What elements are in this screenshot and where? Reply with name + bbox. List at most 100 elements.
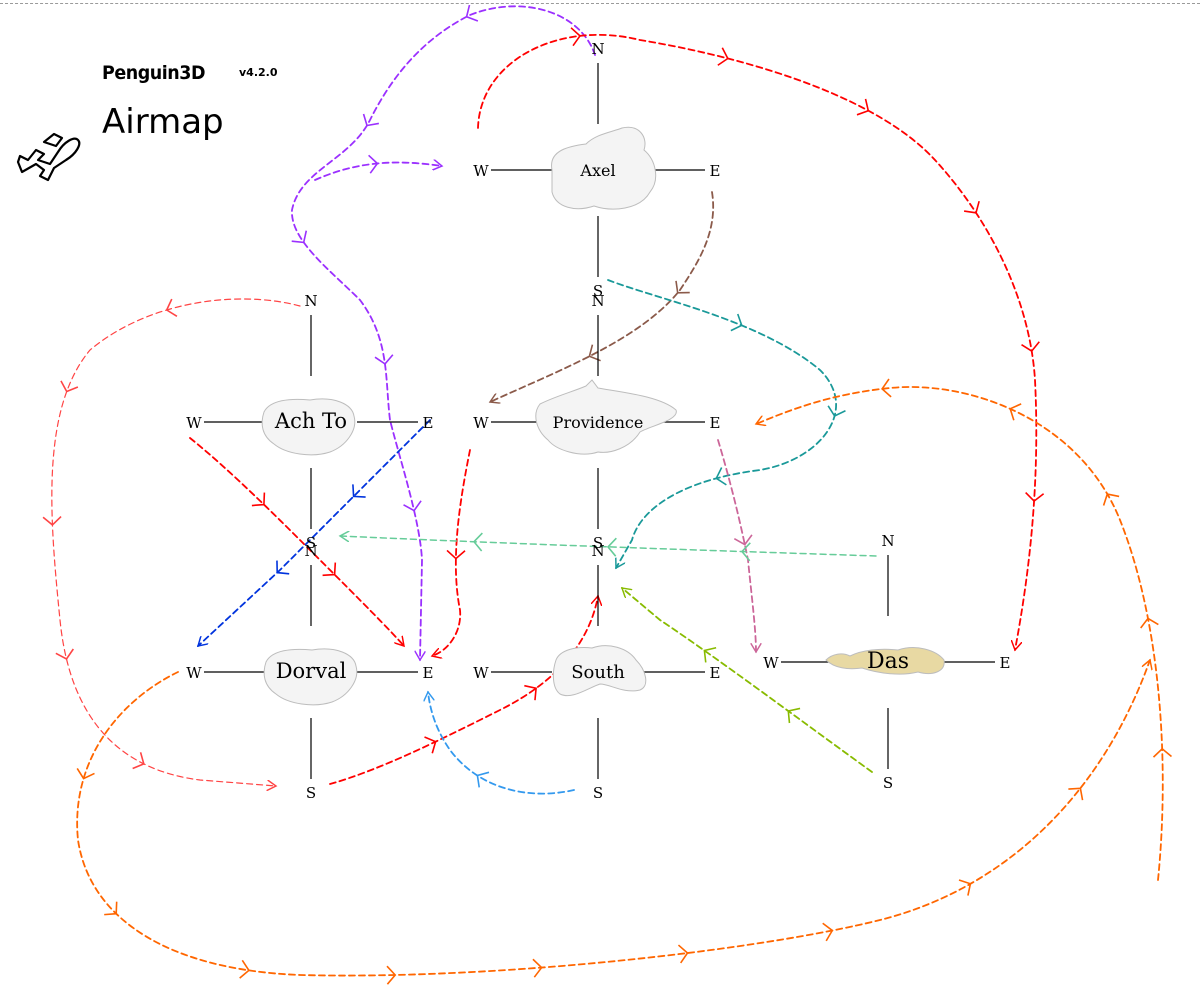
compass-south: S bbox=[883, 774, 893, 792]
route-r15 bbox=[622, 588, 873, 773]
route-r2 bbox=[314, 163, 442, 181]
route-chevron bbox=[239, 959, 250, 979]
compass-west: W bbox=[473, 162, 489, 180]
route-chevron bbox=[733, 534, 753, 546]
route-chevron bbox=[958, 879, 972, 896]
route-r8 bbox=[198, 419, 431, 646]
route-r4 bbox=[490, 191, 714, 402]
routes-layer bbox=[42, 4, 1172, 985]
route-chevron bbox=[472, 532, 483, 552]
route-chevron bbox=[1021, 341, 1040, 353]
route-chevron bbox=[446, 549, 466, 560]
route-chevron bbox=[730, 313, 743, 332]
node-label-axel: Axel bbox=[579, 161, 615, 180]
node-das: Das N S W E bbox=[763, 532, 1010, 792]
page-title: Airmap bbox=[102, 102, 224, 142]
compass-south: S bbox=[306, 534, 316, 552]
compass-north: N bbox=[591, 292, 604, 310]
route-chevron bbox=[715, 467, 727, 486]
route-chevron bbox=[740, 542, 751, 562]
route-chevron bbox=[1009, 403, 1022, 421]
node-label-providence: Providence bbox=[553, 413, 644, 432]
route-chevron bbox=[291, 230, 308, 244]
route-chevron bbox=[827, 405, 846, 418]
compass-east: E bbox=[423, 414, 434, 432]
node-label-achto: Ach To bbox=[274, 409, 347, 433]
route-chevron bbox=[132, 752, 145, 770]
route-chevron bbox=[104, 901, 118, 916]
route-chevron bbox=[165, 298, 178, 318]
route-chevron bbox=[60, 380, 79, 393]
compass-south: S bbox=[306, 784, 316, 802]
compass-north: N bbox=[304, 542, 317, 560]
route-chevron bbox=[570, 27, 582, 47]
route-r12 bbox=[340, 536, 877, 557]
compass-north: N bbox=[881, 532, 894, 550]
route-chevron bbox=[1102, 493, 1120, 506]
compass-east: E bbox=[710, 162, 721, 180]
route-chevron bbox=[362, 113, 379, 127]
compass-south: S bbox=[593, 282, 603, 300]
route-chevron bbox=[465, 4, 479, 22]
node-label-dorval: Dorval bbox=[276, 659, 347, 683]
route-chevron bbox=[424, 736, 437, 754]
node-south: South N S W E bbox=[473, 542, 720, 802]
route-r6 bbox=[51, 298, 301, 786]
route-chevron bbox=[856, 98, 870, 116]
compass-west: W bbox=[473, 664, 489, 682]
route-chevron bbox=[963, 200, 980, 214]
top-border bbox=[0, 3, 1200, 4]
landmass-achto bbox=[261, 398, 356, 456]
route-chevron bbox=[476, 771, 490, 788]
route-chevron bbox=[368, 154, 379, 174]
route-r10 bbox=[329, 596, 598, 785]
route-chevron bbox=[322, 562, 337, 577]
compass-north: N bbox=[591, 542, 604, 560]
route-chevron bbox=[677, 944, 689, 964]
compass-west: W bbox=[186, 664, 202, 682]
route-r1 bbox=[291, 5, 596, 660]
route-chevron bbox=[703, 646, 717, 663]
route-chevron bbox=[675, 280, 690, 294]
route-chevron bbox=[76, 767, 95, 780]
route-chevron bbox=[532, 958, 543, 978]
route-chevron bbox=[717, 47, 729, 66]
compass-south: S bbox=[593, 784, 603, 802]
route-r9 bbox=[432, 449, 471, 656]
node-label-south: South bbox=[571, 662, 625, 683]
route-chevron bbox=[881, 378, 892, 398]
route-r5 bbox=[607, 279, 837, 568]
landmass-south bbox=[552, 645, 647, 697]
route-chevron bbox=[606, 537, 617, 557]
route-r3 bbox=[477, 33, 1038, 650]
brand-name: Penguin3D bbox=[102, 62, 206, 84]
airplane-icon bbox=[16, 132, 81, 182]
header: Penguin3D v4.2.0 Airmap bbox=[14, 58, 314, 188]
route-chevron bbox=[403, 500, 422, 512]
route-chevron bbox=[524, 684, 537, 701]
route-chevron bbox=[386, 965, 397, 985]
compass-west: W bbox=[763, 654, 779, 672]
route-chevron bbox=[42, 515, 62, 526]
route-r11 bbox=[717, 439, 756, 652]
version-label: v4.2.0 bbox=[239, 66, 278, 79]
route-chevron bbox=[822, 922, 834, 942]
landmass-axel bbox=[551, 126, 657, 210]
route-chevron bbox=[787, 707, 801, 724]
compass-east: E bbox=[710, 664, 721, 682]
compass-west: W bbox=[473, 414, 489, 432]
route-chevron bbox=[374, 354, 394, 365]
route-chevron bbox=[1068, 787, 1084, 801]
route-r16 bbox=[428, 692, 575, 795]
compass-east: E bbox=[1000, 654, 1011, 672]
compass-north: N bbox=[591, 40, 604, 58]
route-r7 bbox=[189, 437, 404, 646]
landmass-dorval bbox=[263, 648, 358, 706]
node-label-das: Das bbox=[867, 649, 909, 674]
route-r14 bbox=[76, 660, 1150, 977]
